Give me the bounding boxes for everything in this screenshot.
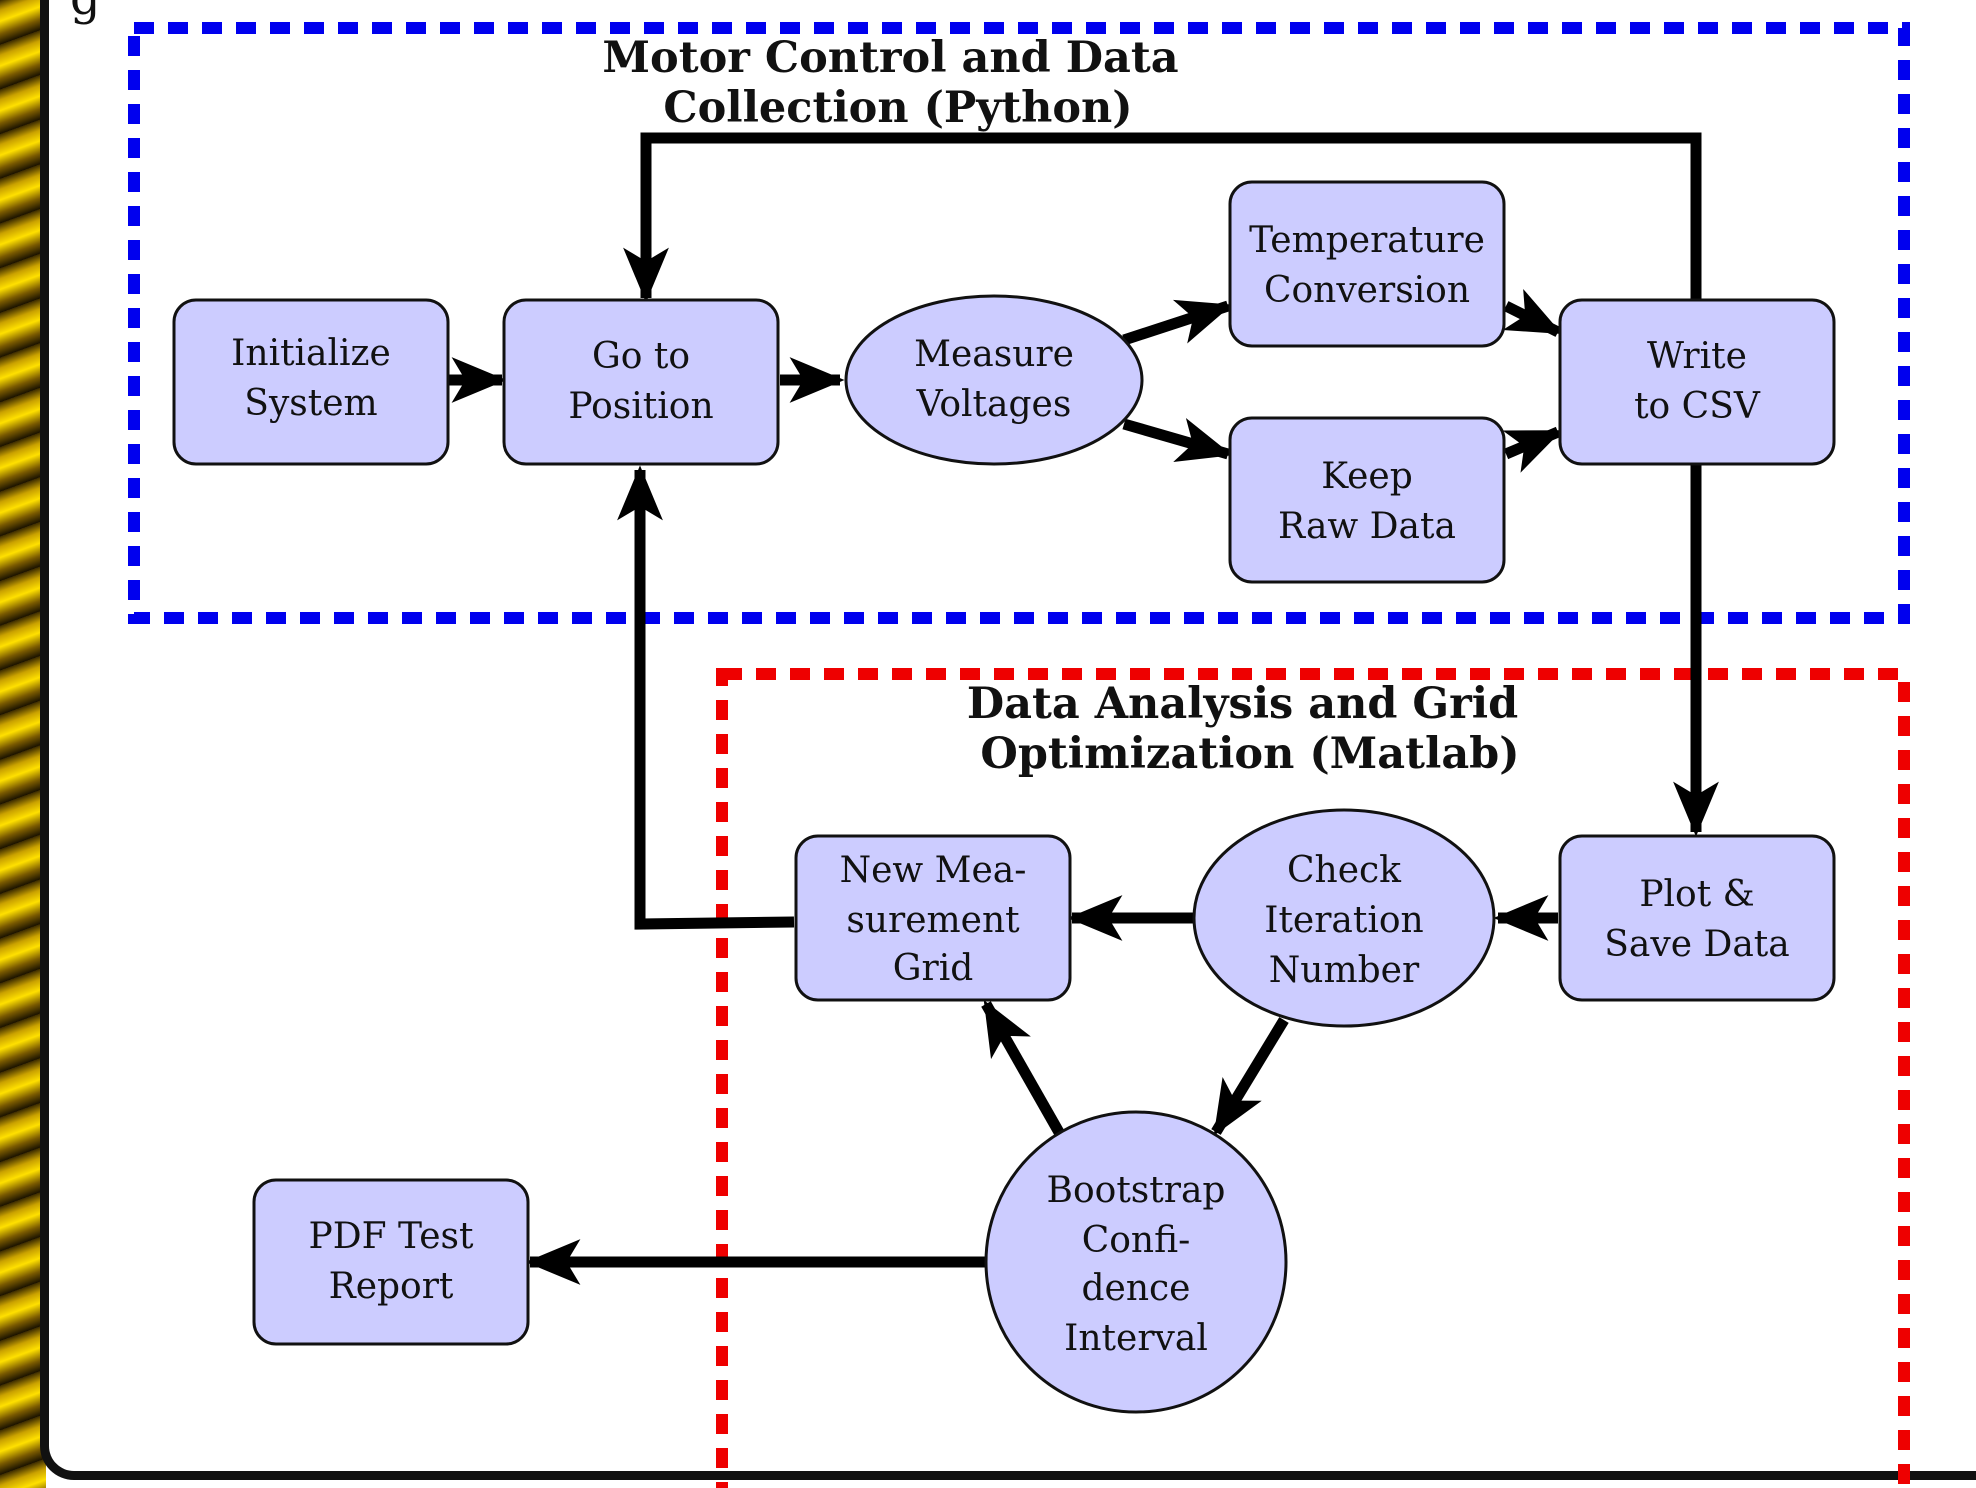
edge-bootstrap-to-new-grid	[981, 1000, 1065, 1137]
edge-measure-to-keep-raw	[1122, 418, 1233, 463]
cut-off-heading: g	[70, 0, 103, 26]
python-group-box	[128, 22, 1910, 624]
python-group-title: Motor Control and Data Collection (Pytho…	[602, 33, 1193, 133]
edge-measure-to-temperature	[1122, 299, 1233, 346]
edge-write-csv-to-go-to-position	[623, 132, 1702, 303]
edge-keep-raw-to-write-csv	[1502, 426, 1563, 473]
edge-check-iter-to-bootstrap	[1211, 1017, 1289, 1136]
edge-temperature-to-write-csv	[1502, 288, 1563, 337]
matlab-group-title: Data Analysis and Grid Optimization (Mat…	[967, 679, 1533, 779]
svg-text:Plot &Save Data: Plot &Save Data	[1604, 874, 1789, 965]
decorative-image-strip	[0, 0, 46, 1488]
node-plot-save-data: Plot &Save Data	[1558, 834, 1836, 1002]
matlab-group-box	[716, 668, 1910, 1488]
edge-new-grid-to-go-to-position	[617, 465, 795, 930]
